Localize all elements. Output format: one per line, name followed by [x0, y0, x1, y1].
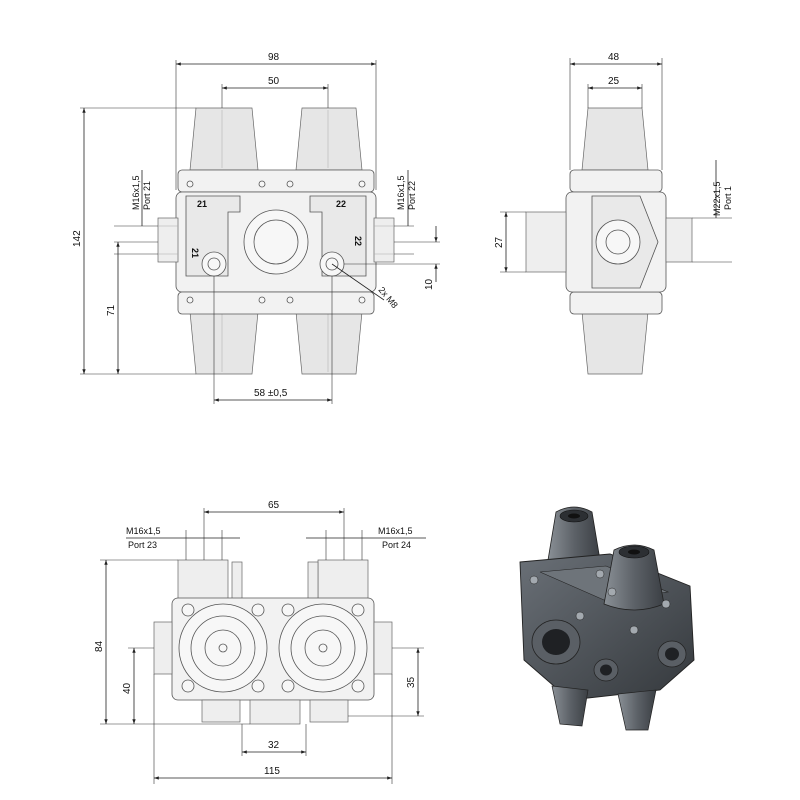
side-dim-25: 25 — [608, 76, 620, 87]
mark-22-top: 22 — [336, 199, 346, 209]
dim-98: 98 — [268, 52, 280, 63]
front-body — [157, 169, 395, 315]
valve-isometric-render — [519, 506, 695, 731]
port1-thread: M22x1,5 — [712, 181, 722, 216]
port23-thread: M16x1,5 — [126, 526, 161, 536]
port22-label: Port 22 — [407, 181, 417, 210]
bottom-dim-32: 32 — [268, 740, 280, 751]
dim-71: 71 — [106, 304, 117, 316]
bottom-dim-40: 40 — [122, 682, 133, 694]
side-dim-27: 27 — [494, 236, 505, 248]
dim-58: 58 ±0,5 — [254, 388, 288, 399]
mark-21-side: 21 — [190, 248, 200, 258]
front-top-cones — [189, 107, 363, 171]
side-dim-48: 48 — [608, 52, 620, 63]
dim-10: 10 — [424, 278, 435, 290]
front-view: 21 22 21 22 98 50 142 71 58 ±0,5 10 — [72, 52, 440, 404]
side-view: 48 25 27 M22x1,5 Port 1 — [494, 52, 733, 375]
bottom-dim-35: 35 — [406, 676, 417, 688]
port21-label: Port 21 — [142, 181, 152, 210]
bottom-dim-115: 115 — [264, 766, 280, 777]
port22-thread: M16x1,5 — [396, 175, 406, 210]
dim-50: 50 — [268, 76, 280, 87]
port24-thread: M16x1,5 — [378, 526, 413, 536]
port24-label: Port 24 — [382, 540, 411, 550]
bottom-dim-84: 84 — [94, 640, 105, 652]
front-bottom-cones — [189, 311, 363, 375]
dim-142: 142 — [72, 230, 83, 247]
bottom-view: 65 M16x1,5 Port 23 M16x1,5 Port 24 84 40… — [94, 500, 426, 784]
port23-label: Port 23 — [128, 540, 157, 550]
port1-label: Port 1 — [723, 186, 733, 210]
bottom-dim-65: 65 — [268, 500, 280, 511]
mark-22-side: 22 — [353, 236, 363, 246]
port21-thread: M16x1,5 — [131, 175, 141, 210]
mark-21-top: 21 — [197, 199, 207, 209]
